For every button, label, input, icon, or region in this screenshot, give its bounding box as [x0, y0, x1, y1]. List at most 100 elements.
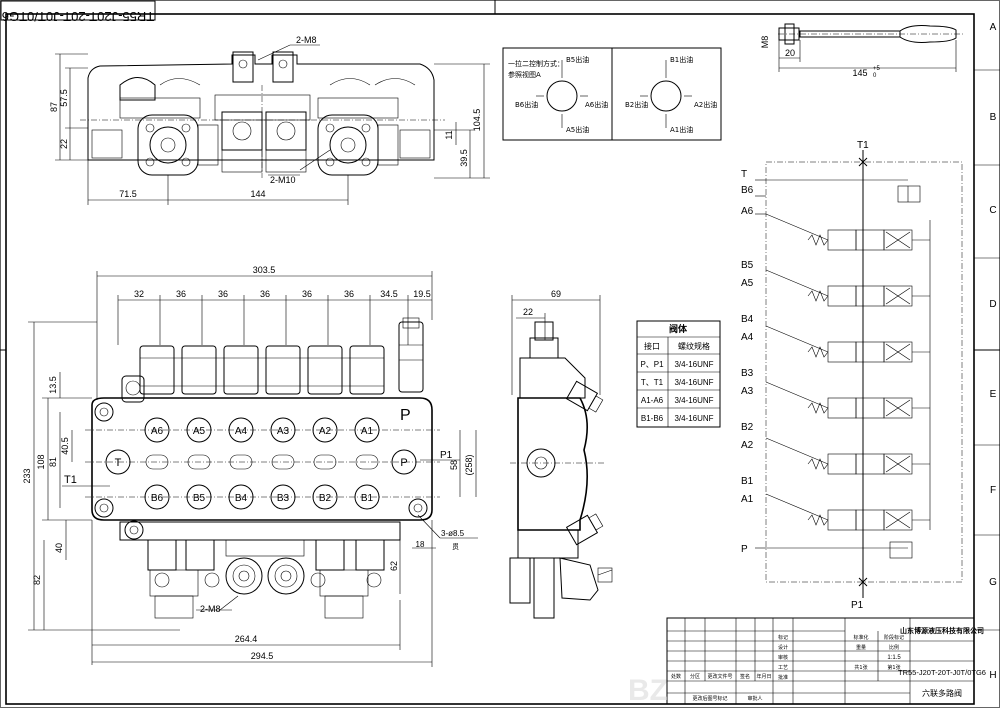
tb-mid-3: 比例 [889, 644, 899, 651]
dim-18: 18 [416, 540, 425, 549]
op-right-bottom: A1出油 [670, 125, 693, 134]
port-a2: A2 [319, 426, 332, 437]
dim-13-5: 13.5 [48, 376, 58, 394]
tb-col-0: 处数 [671, 673, 681, 680]
note-holes: 3-ø8.5 [441, 529, 465, 538]
port-p1-label: P1 [440, 450, 453, 461]
grid-row-D: D [989, 299, 996, 310]
dim-81: 81 [48, 457, 58, 467]
op-left-circle [546, 80, 578, 112]
schem-p1: P1 [851, 600, 864, 611]
dim-sec-2: 36 [176, 289, 186, 299]
port-t-label: T [115, 457, 122, 469]
tb-mid-0: 标准化 [853, 634, 868, 641]
drawing-code-mirrored: TR55-J20T-20T-J0T/0TG6 [2, 9, 154, 24]
grid-row-E: E [990, 389, 997, 400]
dim-sec-3: 36 [218, 289, 228, 299]
table-row-2-port: T、T1 [641, 378, 664, 387]
hydraulic-schematic: T1 P1 T B6 A6 B5 A5 B4 A4 B3 A3 B2 A2 B1… [741, 140, 963, 611]
dim-39-5: 39.5 [459, 149, 469, 167]
grid-row-B: B [990, 112, 997, 123]
dim-sec-7: 34.5 [380, 289, 398, 299]
tb-left-1: 设计 [778, 644, 788, 651]
title-block: 山东博源液压科技有限公司 TR55-J20T-20T-J0T/0TG6 六联多路… [666, 617, 986, 705]
grid-row-A: A [990, 22, 997, 33]
schem-label-9: B2 [741, 422, 754, 433]
left-fitting [121, 375, 145, 403]
table-row-4-port: B1-B6 [641, 414, 664, 423]
b-ports: B6 B5 B4 B3 B2 B1 [144, 484, 380, 510]
op-right-top: B1出油 [670, 55, 693, 64]
schem-section-1 [765, 213, 930, 251]
schem-label-11: B1 [741, 476, 754, 487]
tb-sheet-no: 第1张 [887, 664, 900, 671]
table-row-4-thread: 3/4-16UNF [674, 414, 713, 423]
schem-section-6 [765, 493, 930, 531]
tb-col-1: 分区 [690, 673, 700, 680]
valve-body [85, 397, 440, 521]
grid-row-F: F [990, 485, 996, 496]
schem-t1: T1 [857, 140, 869, 151]
schem-label-10: A2 [741, 440, 754, 451]
dim-69: 69 [551, 289, 561, 299]
port-b2: B2 [319, 493, 332, 504]
dim-57-5: 57.5 [59, 89, 69, 107]
a-ports: A6 A5 A4 A3 A2 A1 [144, 417, 380, 443]
note-2-m8-top: 2-M8 [296, 35, 317, 45]
dim-sec-5: 36 [302, 289, 312, 299]
table-row-3-thread: 3/4-16UNF [674, 396, 713, 405]
port-b6: B6 [151, 493, 164, 504]
port-t1-label: T1 [64, 474, 77, 486]
grid-row-C: C [989, 205, 996, 216]
tb-ratio: 1:1.5 [887, 655, 901, 661]
schem-label-5: B4 [741, 314, 754, 325]
op-right-right: A2出油 [694, 100, 717, 109]
dim-264-4: 264.4 [235, 634, 258, 644]
dim-58: 58 [449, 460, 459, 470]
spool-slots [145, 454, 379, 470]
side-bottom-fitting [565, 513, 604, 546]
op-left-top: B5出油 [566, 55, 589, 64]
schem-section-5 [765, 437, 930, 475]
dim-303-5: 303.5 [253, 265, 276, 275]
tb-bottom-left: 更改后图号标记 [692, 695, 727, 702]
title-name: 六联多路阀 [922, 688, 962, 698]
dim-40: 40 [54, 543, 64, 553]
dim-22: 22 [59, 139, 69, 149]
dim-sec-4: 36 [260, 289, 270, 299]
port-b3: B3 [277, 493, 290, 504]
tb-sheet-total: 共1张 [854, 664, 867, 671]
dim-sec-8: 19.5 [413, 289, 431, 299]
schem-label-13: P [741, 544, 748, 555]
tb-col-3: 签名 [740, 673, 750, 680]
tb-left-3: 工艺 [778, 665, 788, 671]
dim-145-tol-upper: +5 [873, 66, 881, 72]
tb-bottom-mid: 审批人 [747, 695, 762, 702]
port-a1: A1 [361, 426, 374, 437]
front-view: 303.5 32 36 36 36 36 36 34.5 19.5 [22, 265, 478, 667]
op-title-1: 一拉二控制方式： [508, 59, 564, 68]
schem-label-6: A4 [741, 332, 754, 343]
table-row-1-thread: 3/4-16UNF [674, 360, 713, 369]
dim-22-side: 22 [523, 307, 533, 317]
spool-caps [139, 345, 385, 395]
schem-section-4 [765, 381, 930, 419]
tb-mid-1: 阶段标记 [884, 634, 904, 641]
port-b5: B5 [193, 493, 206, 504]
tb-left-2: 审核 [778, 654, 788, 661]
dim-294-5: 294.5 [251, 651, 274, 661]
dim-104-5: 104.5 [472, 109, 482, 132]
dim-145: 145 [852, 68, 867, 78]
dim-82: 82 [32, 575, 42, 585]
schem-label-12: A1 [741, 494, 754, 505]
port-table: 阀体 接口 螺纹规格 P、P1 3/4-16UNF T、T1 3/4-16UNF… [636, 320, 721, 428]
dim-sec-6: 36 [344, 289, 354, 299]
watermark: BZ [628, 674, 668, 707]
port-p1-inner: P [400, 457, 407, 469]
schem-label-4: A5 [741, 278, 754, 289]
op-right-circle [650, 80, 682, 112]
op-right-left: B2出油 [625, 100, 648, 109]
table-header-thread: 螺纹规格 [678, 341, 710, 351]
note-2-m10: 2-M10 [270, 175, 296, 185]
